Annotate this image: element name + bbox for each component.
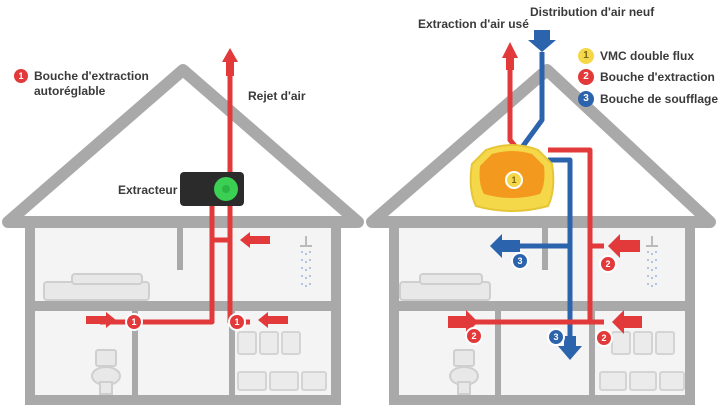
left-badge-bath: 1 bbox=[125, 313, 143, 331]
left-legend-label-line2: autoréglable bbox=[34, 84, 106, 98]
bed-pillow-icon bbox=[71, 273, 143, 285]
extract-badge-bath: 2 bbox=[599, 255, 617, 273]
legend-vmc: 1 VMC double flux bbox=[578, 48, 694, 64]
shower-water-icon bbox=[647, 251, 657, 287]
legend-supply-badge: 3 bbox=[578, 91, 594, 107]
extract-arrow-bath-top bbox=[608, 234, 640, 258]
legend-extraction-label: Bouche d'extraction bbox=[600, 70, 715, 84]
extract-arrow-kitchen bbox=[612, 310, 642, 334]
extract-badge-kitchen: 2 bbox=[595, 329, 613, 347]
kitchen-cabinets-icon bbox=[599, 331, 685, 391]
left-arrow-kitchen-top bbox=[240, 232, 270, 248]
fresh-air-arrow bbox=[528, 30, 556, 52]
left-badge-kitchen: 1 bbox=[228, 313, 246, 331]
supply-arrow-living bbox=[558, 336, 582, 360]
exhaust-arrow bbox=[222, 48, 238, 76]
fresh-air-label: Distribution d'air neuf bbox=[530, 5, 655, 19]
right-house bbox=[366, 30, 716, 405]
legend-supply-label: Bouche de soufflage bbox=[600, 92, 719, 106]
legend-extraction: 2 Bouche d'extraction bbox=[578, 69, 715, 85]
legend-vmc-label: VMC double flux bbox=[600, 49, 694, 63]
left-roof bbox=[2, 64, 364, 228]
left-arrow-kitchen bbox=[258, 312, 288, 328]
toilet-icon bbox=[95, 349, 117, 367]
stale-air-arrow bbox=[502, 42, 518, 70]
left-legend-badge: 1 bbox=[14, 69, 28, 83]
right-roof bbox=[366, 64, 716, 228]
toilet-icon bbox=[453, 349, 475, 367]
supply-arrow-bedroom bbox=[490, 234, 520, 258]
legend-supply: 3 Bouche de soufflage bbox=[578, 91, 718, 107]
legend-extraction-badge: 2 bbox=[578, 69, 594, 85]
exhaust-label: Rejet d'air bbox=[248, 89, 306, 103]
extractor-label: Extracteur bbox=[118, 183, 178, 197]
shower-water-icon bbox=[301, 251, 311, 287]
stale-air-label: Extraction d'air usé bbox=[418, 17, 529, 31]
kitchen-cabinets-icon bbox=[237, 331, 327, 391]
left-arrow-bath bbox=[86, 312, 116, 328]
extract-badge-wc: 2 bbox=[465, 327, 483, 345]
legend-vmc-badge: 1 bbox=[578, 48, 594, 64]
supply-badge-living: 3 bbox=[547, 328, 565, 346]
vmc-unit-badge: 1 bbox=[505, 171, 523, 189]
left-house bbox=[2, 48, 364, 405]
left-legend-label-line1: Bouche d'extraction bbox=[34, 69, 149, 83]
supply-badge-bedroom: 3 bbox=[511, 252, 529, 270]
